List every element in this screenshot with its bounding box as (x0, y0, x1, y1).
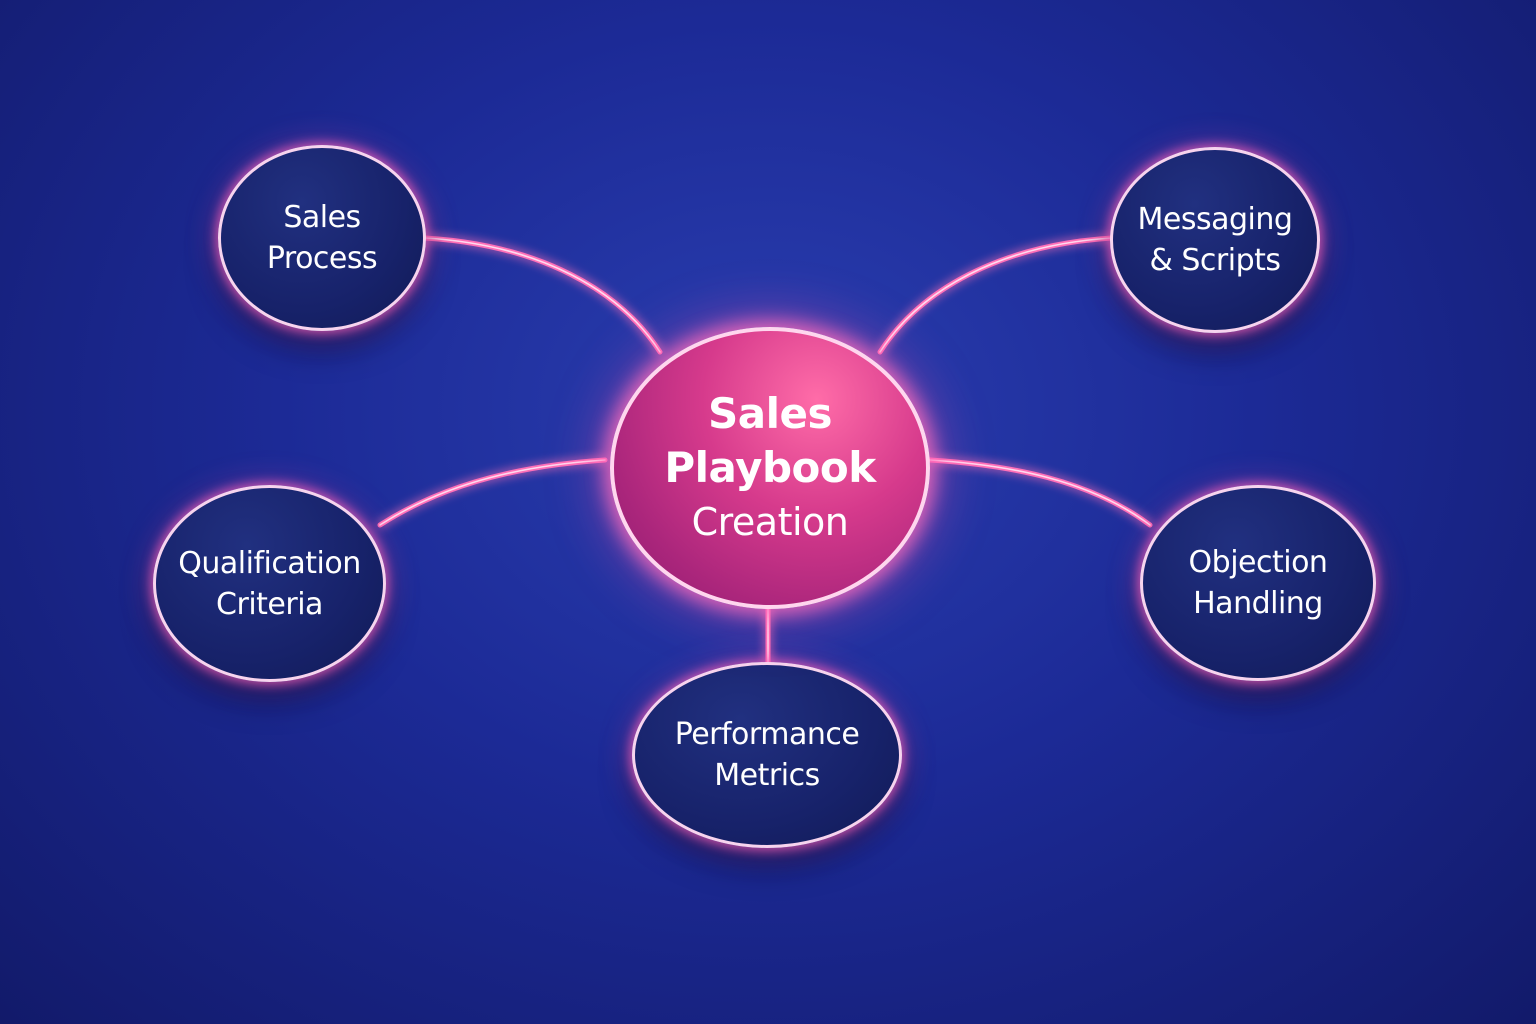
link-sales-process (422, 235, 663, 355)
node-label-line1: Qualification (178, 545, 361, 581)
node-qualification-criteria[interactable]: Qualification Criteria (153, 485, 386, 682)
node-label-line2: Handling (1193, 586, 1323, 621)
node-objection-handling[interactable]: Objection Handling (1140, 485, 1376, 681)
center-label-line3: Creation (691, 500, 849, 544)
link-messaging-scripts (877, 235, 1115, 355)
node-center-sales-playbook-creation[interactable]: Sales Playbook Creation (610, 327, 930, 609)
node-label-line1: Messaging (1137, 202, 1293, 237)
node-label-line2: Criteria (216, 586, 323, 622)
node-performance-metrics[interactable]: Performance Metrics (632, 662, 902, 848)
node-messaging-scripts[interactable]: Messaging & Scripts (1110, 147, 1320, 333)
node-label-line1: Performance (674, 717, 860, 752)
center-label-line2: Playbook (664, 443, 876, 492)
center-label-line1: Sales (708, 389, 832, 438)
node-label-line2: & Scripts (1149, 243, 1281, 278)
node-label-line1: Sales (283, 200, 361, 235)
link-qualification-criteria (377, 457, 608, 528)
node-sales-process[interactable]: Sales Process (218, 145, 426, 331)
node-label-line2: Process (266, 241, 378, 276)
node-label-line1: Objection (1188, 545, 1328, 580)
node-label-line2: Metrics (714, 758, 820, 793)
link-objection-handling (927, 457, 1153, 528)
